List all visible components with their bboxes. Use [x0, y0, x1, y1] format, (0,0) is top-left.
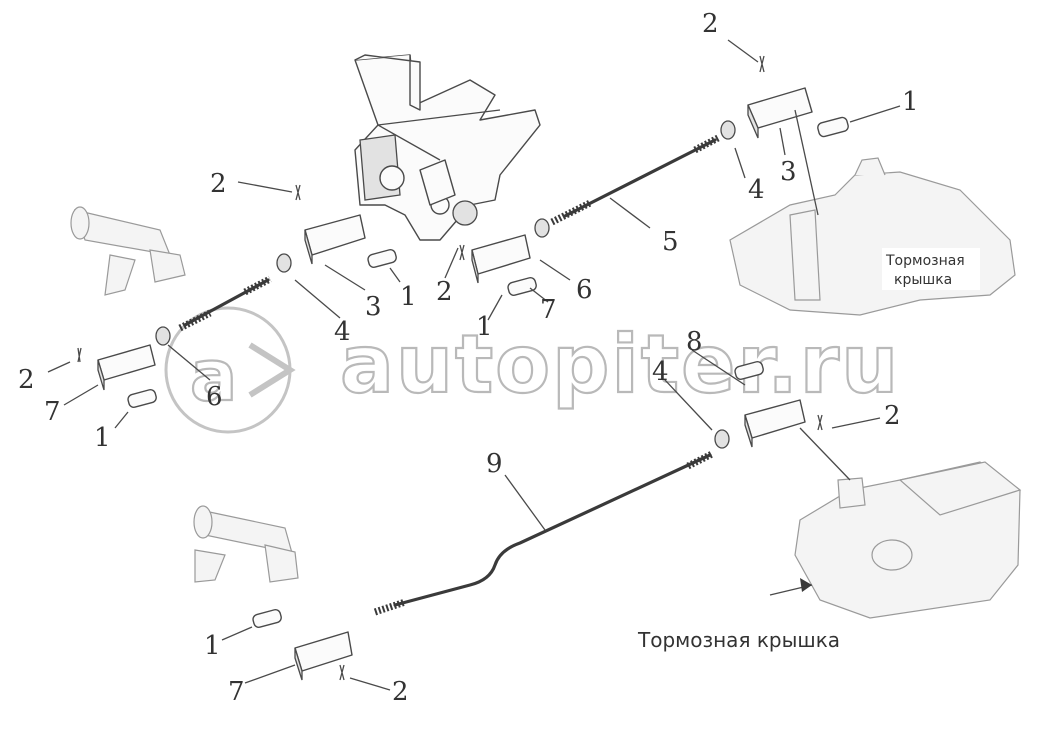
callout-4-mid: 4	[334, 317, 351, 347]
clevis-mid	[304, 214, 366, 265]
label-brake-cover-top-line1: Тормозная	[885, 253, 965, 269]
brake-cover-bottom	[794, 461, 1022, 619]
arrow-head-bottom-cover	[800, 578, 812, 592]
callout-9: 9	[486, 449, 503, 479]
leader-lines	[47, 39, 901, 691]
label-bg-top	[882, 248, 980, 290]
watermark-text: autopiter.ru	[340, 318, 900, 411]
callout-3-mid: 3	[365, 292, 382, 322]
callout-2-top: 2	[702, 9, 719, 39]
callout-2-right: 2	[884, 401, 901, 431]
pins	[127, 116, 849, 628]
watermark-logo-a: a	[190, 335, 239, 417]
callout-1-top: 1	[902, 87, 919, 117]
callout-6-mid: 6	[576, 275, 593, 305]
callout-8: 8	[686, 327, 703, 357]
watermark-logo-arrow	[248, 342, 296, 398]
rod-9	[373, 450, 714, 616]
clevis-bottom	[294, 631, 353, 681]
callout-2-left: 2	[210, 169, 227, 199]
callout-1-mid2: 1	[476, 312, 493, 342]
callout-5: 5	[662, 227, 679, 257]
callout-3-top: 3	[780, 157, 797, 187]
callout-1-bottom: 1	[204, 631, 221, 661]
nuts	[155, 120, 736, 449]
lever-upper-left	[70, 206, 186, 296]
clevis-top-right	[747, 87, 813, 139]
rod-short-left	[178, 275, 272, 332]
callout-4-top: 4	[748, 175, 765, 205]
brake-cover-top	[729, 157, 1016, 316]
cotter-pins	[77, 55, 823, 681]
clevis-mid-right	[471, 234, 531, 284]
watermark: a autopiter.ru	[164, 306, 900, 434]
callout-7-mid: 7	[540, 295, 557, 325]
callout-numbers: 2 1 3 4 5 2 3 1 2 6 7 1 4 2 6 7 1 8 4 2 …	[18, 9, 919, 707]
callout-1-mid: 1	[400, 282, 417, 312]
callout-6-left: 6	[206, 382, 223, 412]
callout-7-left: 7	[44, 397, 61, 427]
callout-2-far: 2	[18, 365, 35, 395]
callout-7-bottom: 7	[228, 677, 245, 707]
callout-1-left: 1	[94, 423, 111, 453]
callout-2-mid: 2	[436, 277, 453, 307]
clevis-left	[97, 344, 156, 391]
callout-2-bottom: 2	[392, 677, 409, 707]
bracket-assembly	[354, 54, 541, 241]
label-brake-cover-bottom: Тормозная крышка	[637, 628, 840, 652]
lever-lower-left	[193, 505, 299, 583]
rod-5	[550, 134, 720, 226]
clevis-right-lower	[744, 399, 806, 448]
callout-4-right: 4	[652, 357, 669, 387]
part-labels: Тормозная крышка Тормозная крышка	[637, 248, 980, 652]
label-brake-cover-top-line2: крышка	[894, 272, 952, 288]
